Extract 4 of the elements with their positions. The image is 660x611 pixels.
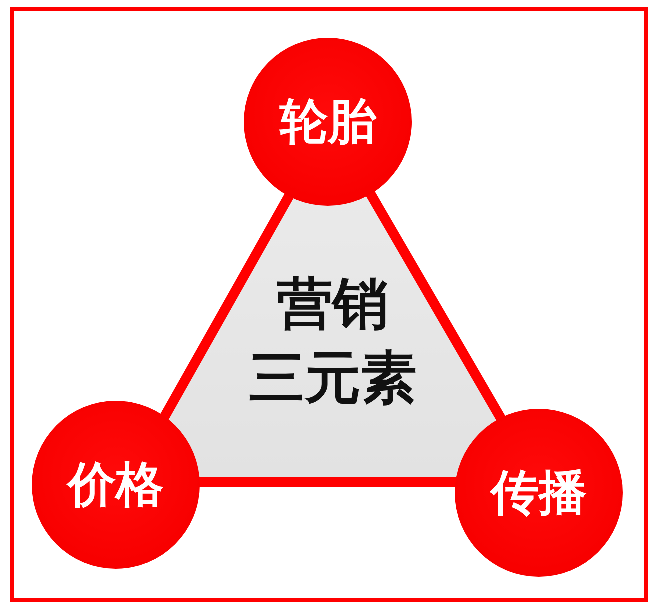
circle-label: 价格 — [68, 461, 164, 509]
circle-label: 轮胎 — [280, 98, 376, 146]
center-label: 营销三元素 — [248, 271, 418, 413]
circle-label: 传播 — [491, 469, 587, 517]
